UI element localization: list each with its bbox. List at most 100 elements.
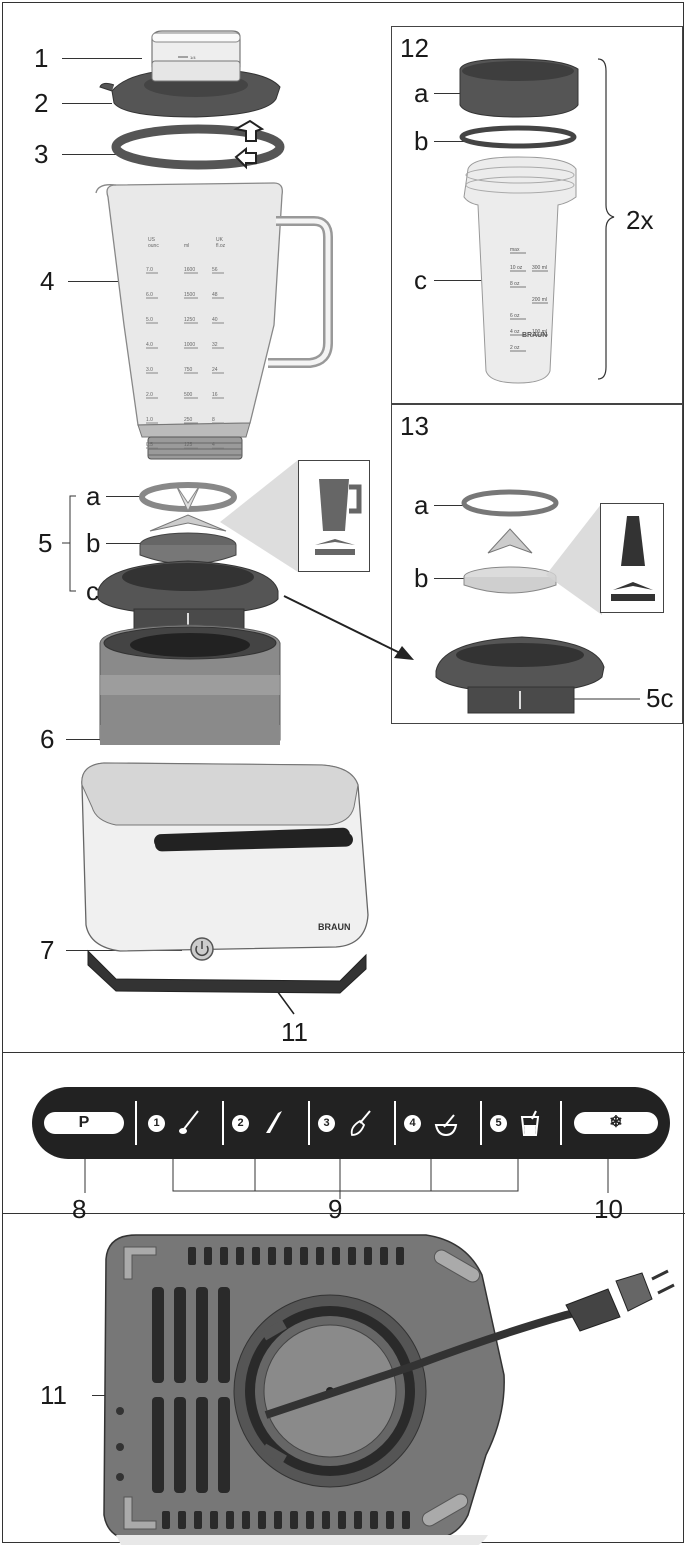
vent-slot (396, 1247, 404, 1265)
drink-glass-icon (520, 1110, 540, 1136)
brand-logo: BRAUN (318, 922, 351, 932)
spoon-icon (179, 1110, 199, 1134)
jug-scale-label: 16 (212, 392, 218, 398)
callout-7: 7 (40, 935, 55, 965)
callout-6: 6 (40, 724, 55, 754)
panel-separator (480, 1101, 482, 1145)
vent-slot (236, 1247, 244, 1265)
arrow-to-inset-13 (283, 595, 414, 660)
panel-separator (560, 1101, 562, 1145)
program-number-2: 2 (232, 1115, 249, 1132)
leader-5a (106, 496, 142, 497)
callout-12-qty: 2x (626, 205, 654, 235)
jug-scale-label: 32 (212, 342, 218, 348)
leader-3 (62, 154, 117, 155)
program-button-2[interactable]: 2 (228, 1101, 306, 1145)
callout-2: 2 (34, 88, 49, 118)
program-number-5: 5 (490, 1115, 507, 1132)
callout-4: 4 (40, 266, 55, 296)
callout-5b: b (86, 528, 101, 558)
callout-8: 8 (72, 1194, 87, 1224)
inset-cup-blade-icon (600, 503, 664, 613)
jug-scale-label: 500 (184, 392, 193, 398)
program-number-1: 1 (148, 1115, 165, 1132)
control-panel: P 1 2 3 4 5 ❄ (32, 1087, 670, 1159)
cup-scale-label: 2 oz (510, 345, 520, 351)
vent-slot (162, 1511, 170, 1529)
bracket-5 (62, 495, 76, 592)
jug-scale-header: ounc (148, 243, 159, 249)
vent-slot (290, 1511, 298, 1529)
whisk-icon (350, 1110, 371, 1136)
jug-scale-header: fl.oz (216, 243, 226, 249)
section-divider-1 (2, 1052, 685, 1053)
panel-separator (394, 1101, 396, 1145)
vent-slot (268, 1247, 276, 1265)
callout-12b: b (414, 126, 429, 156)
callout-10: 10 (594, 1194, 623, 1224)
callout-1: 1 (34, 43, 49, 73)
vent-slot (338, 1511, 346, 1529)
jug-scale-header: US (148, 237, 156, 243)
vent-slot (174, 1397, 186, 1493)
leader-12c (434, 280, 482, 281)
leader-13b (434, 578, 464, 579)
jug-scale-label: 125 (184, 442, 193, 448)
vent-slot (218, 1397, 230, 1493)
callout-9: 9 (328, 1194, 343, 1224)
callout-5: 5 (38, 528, 53, 558)
panel-separator (222, 1101, 224, 1145)
program-button-5[interactable]: 5 (486, 1101, 558, 1145)
jug-scale-label: 48 (212, 292, 218, 298)
vent-slot (220, 1247, 228, 1265)
pulse-button[interactable]: P (44, 1112, 124, 1134)
vent-slot (402, 1511, 410, 1529)
callout-11-bottom: 11 (40, 1380, 67, 1410)
vent-slot (196, 1287, 208, 1383)
callout-13a: a (414, 490, 429, 520)
cup-scale-label: 10 oz (510, 265, 523, 271)
jug-scale-header: UK (216, 237, 224, 243)
vent-slot (370, 1511, 378, 1529)
leader-2 (62, 103, 112, 104)
callout-12c: c (414, 265, 427, 295)
vent-slot (174, 1287, 186, 1383)
vent-slot (284, 1247, 292, 1265)
panel-separator (308, 1101, 310, 1145)
callout-5c-ref: 5c (646, 683, 674, 713)
jug-scale-label: 1500 (184, 292, 195, 298)
ice-crush-button[interactable]: ❄ (574, 1112, 658, 1134)
jug-scale-label: 1.0 (146, 417, 153, 423)
bowl-icon (434, 1114, 458, 1137)
program-number-4: 4 (404, 1115, 421, 1132)
vent-slot (152, 1397, 164, 1493)
jug-scale-label: 4 (212, 442, 215, 448)
jug-scale-label: 6.0 (146, 292, 153, 298)
vent-slot (380, 1247, 388, 1265)
jug-scale-label: 8 (212, 417, 215, 423)
to-go-blade-illustration (435, 489, 640, 714)
program-button-1[interactable]: 1 (144, 1101, 220, 1145)
vent-slot (258, 1511, 266, 1529)
leader-13a (434, 505, 464, 506)
panel-separator (135, 1101, 137, 1145)
cup-brand-logo: BRAUN (522, 332, 547, 339)
knife-icon (266, 1111, 282, 1133)
inset-13-to-go-blade: 13 a b 5c (391, 404, 683, 724)
leader-5b (106, 543, 142, 544)
vent-slot (210, 1511, 218, 1529)
vent-slot (274, 1511, 282, 1529)
jug-scale-label: 1250 (184, 317, 195, 323)
cup-scale-label: 200 ml (532, 297, 547, 303)
jug-scale-label: 56 (212, 267, 218, 273)
inset-zoom-cone-5 (220, 460, 298, 572)
program-button-4[interactable]: 4 (400, 1101, 478, 1145)
jug-scale-label: 7.0 (146, 267, 153, 273)
vent-slot (316, 1247, 324, 1265)
vent-slot (188, 1247, 196, 1265)
cup-scale-label: 4 oz (510, 329, 520, 335)
program-button-3[interactable]: 3 (314, 1101, 392, 1145)
jug-scale-label: 750 (184, 367, 193, 373)
